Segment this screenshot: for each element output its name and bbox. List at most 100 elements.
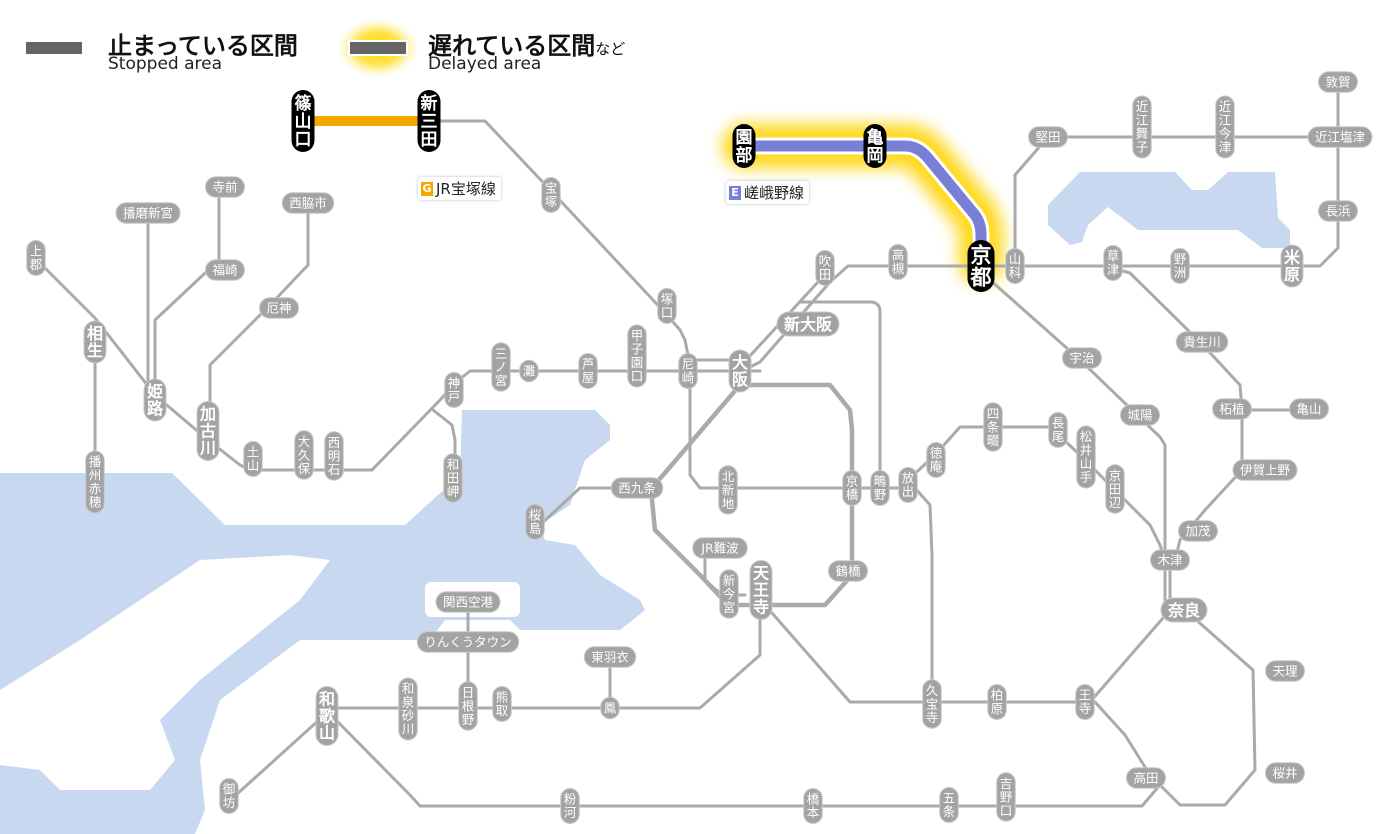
station-北新地[interactable]: 北新地 — [718, 465, 738, 515]
station-四条畷[interactable]: 四条畷 — [983, 402, 1003, 452]
station-西脇市[interactable]: 西脇市 — [281, 192, 335, 214]
station-久宝寺[interactable]: 久宝寺 — [922, 679, 942, 729]
station-寺前[interactable]: 寺前 — [205, 176, 245, 198]
station-上郡[interactable]: 上郡 — [26, 240, 46, 276]
station-熊取[interactable]: 熊取 — [492, 686, 512, 722]
station-高槻[interactable]: 高槻 — [888, 244, 908, 280]
station-吹田[interactable]: 吹田 — [815, 250, 835, 286]
station-和歌山[interactable]: 和歌山 — [315, 686, 339, 746]
station-姫路[interactable]: 姫路 — [143, 378, 167, 422]
station-放出[interactable]: 放出 — [898, 467, 918, 503]
station-貴生川[interactable]: 貴生川 — [1175, 331, 1229, 353]
station-marker — [243, 441, 263, 477]
station-宇治[interactable]: 宇治 — [1062, 347, 1102, 369]
station-五条[interactable]: 五条 — [939, 787, 959, 823]
station-柘植[interactable]: 柘植 — [1212, 398, 1252, 420]
line-label-jr-takarazuka[interactable]: G JR宝塚線 — [418, 177, 501, 200]
station-和田岬[interactable]: 和田岬 — [443, 453, 463, 503]
station-敦賀[interactable]: 敦賀 — [1318, 71, 1358, 93]
station-園部[interactable]: 園部 — [732, 124, 756, 168]
station-塚口[interactable]: 塚口 — [657, 288, 677, 324]
station-name: 四条畷 — [987, 406, 1000, 448]
station-松井山手[interactable]: 松井山手 — [1076, 425, 1096, 489]
station-近江塩津[interactable]: 近江塩津 — [1307, 126, 1373, 148]
station-大久保[interactable]: 大久保 — [294, 430, 314, 480]
station-木津[interactable]: 木津 — [1150, 549, 1190, 571]
station-篠山口[interactable]: 篠山口 — [291, 90, 315, 152]
station-marker — [85, 450, 105, 514]
station-橋本[interactable]: 橋本 — [803, 788, 823, 824]
station-name: 吉野口 — [1000, 776, 1013, 818]
station-野洲[interactable]: 野洲 — [1170, 248, 1190, 284]
station-福崎[interactable]: 福崎 — [205, 259, 245, 281]
station-新大阪[interactable]: 新大阪 — [776, 311, 840, 337]
legend-delayed-label-suffix: など — [595, 40, 626, 58]
station-御坊[interactable]: 御坊 — [219, 778, 239, 814]
station-山科[interactable]: 山科 — [1005, 248, 1025, 284]
station-name: 芦屋 — [582, 357, 595, 386]
station-堅田[interactable]: 堅田 — [1028, 126, 1068, 148]
station-新三田[interactable]: 新三田 — [417, 90, 441, 152]
station-大阪[interactable]: 大阪 — [728, 349, 752, 393]
station-米原[interactable]: 米原 — [1280, 244, 1304, 288]
station-name: 大久保 — [298, 434, 311, 476]
station-鴫野[interactable]: 鴫野 — [870, 470, 890, 506]
station-鶴橋[interactable]: 鶴橋 — [828, 560, 868, 582]
station-東羽衣[interactable]: 東羽衣 — [583, 646, 637, 668]
station-日根野[interactable]: 日根野 — [458, 681, 478, 731]
station-関西空港[interactable]: 関西空港 — [435, 591, 501, 613]
station-marker — [898, 467, 918, 503]
station-天理[interactable]: 天理 — [1265, 660, 1305, 682]
station-長尾[interactable]: 長尾 — [1048, 412, 1068, 448]
station-伊賀上野[interactable]: 伊賀上野 — [1232, 459, 1298, 481]
station-亀岡[interactable]: 亀岡 — [863, 124, 887, 168]
station-宝塚[interactable]: 宝塚 — [541, 177, 561, 213]
station-長浜[interactable]: 長浜 — [1318, 200, 1358, 222]
station-相生[interactable]: 相生 — [83, 320, 107, 364]
line-label-sagano[interactable]: E 嵯峨野線 — [726, 181, 810, 204]
station-西九条[interactable]: 西九条 — [610, 477, 664, 499]
station-亀山[interactable]: 亀山 — [1289, 398, 1329, 420]
station-りんくうタウン[interactable]: りんくうタウン — [416, 631, 520, 653]
station-新今宮[interactable]: 新今宮 — [719, 569, 739, 619]
station-加古川[interactable]: 加古川 — [196, 401, 220, 461]
station-王寺[interactable]: 王寺 — [1075, 684, 1095, 720]
station-柏原[interactable]: 柏原 — [987, 684, 1007, 720]
station-播州赤穂[interactable]: 播州赤穂 — [85, 450, 105, 514]
osaka-bay — [0, 410, 645, 834]
station-京橋[interactable]: 京橋 — [842, 470, 862, 506]
station-天王寺[interactable]: 天王寺 — [749, 560, 773, 620]
station-name: 五条 — [943, 791, 956, 820]
station-京都[interactable]: 京都 — [967, 240, 995, 292]
station-京田辺[interactable]: 京田辺 — [1105, 464, 1125, 514]
station-marker — [1178, 520, 1218, 542]
station-神戸[interactable]: 神戸 — [444, 372, 464, 408]
station-奈良[interactable]: 奈良 — [1160, 597, 1208, 623]
station-芦屋[interactable]: 芦屋 — [578, 353, 598, 389]
station-近江今津[interactable]: 近江今津 — [1215, 95, 1235, 159]
station-粉河[interactable]: 粉河 — [560, 788, 580, 824]
station-高田[interactable]: 高田 — [1126, 767, 1166, 789]
station-草津[interactable]: 草津 — [1103, 245, 1123, 281]
station-徳庵[interactable]: 徳庵 — [926, 442, 946, 478]
station-厄神[interactable]: 厄神 — [259, 297, 299, 319]
station-西明石[interactable]: 西明石 — [324, 431, 344, 481]
station-桜井[interactable]: 桜井 — [1265, 762, 1305, 784]
station-JR難波[interactable]: JR難波 — [692, 537, 748, 559]
station-name: 長浜 — [1325, 204, 1350, 219]
station-三ノ宮[interactable]: 三ノ宮 — [491, 342, 511, 392]
station-播磨新宮[interactable]: 播磨新宮 — [115, 202, 181, 224]
station-name: 京田辺 — [1109, 468, 1122, 510]
station-和泉砂川[interactable]: 和泉砂川 — [398, 677, 418, 741]
station-近江舞子[interactable]: 近江舞子 — [1132, 95, 1152, 159]
station-marker — [692, 537, 748, 559]
station-土山[interactable]: 土山 — [243, 441, 263, 477]
station-城陽[interactable]: 城陽 — [1120, 404, 1160, 426]
station-桜島[interactable]: 桜島 — [525, 504, 545, 540]
station-加茂[interactable]: 加茂 — [1178, 520, 1218, 542]
station-灘[interactable]: 灘 — [519, 359, 539, 383]
station-吉野口[interactable]: 吉野口 — [996, 772, 1016, 822]
station-甲子園口[interactable]: 甲子園口 — [627, 324, 647, 388]
station-尼崎[interactable]: 尼崎 — [678, 353, 698, 389]
station-鳳[interactable]: 鳳 — [600, 696, 620, 720]
